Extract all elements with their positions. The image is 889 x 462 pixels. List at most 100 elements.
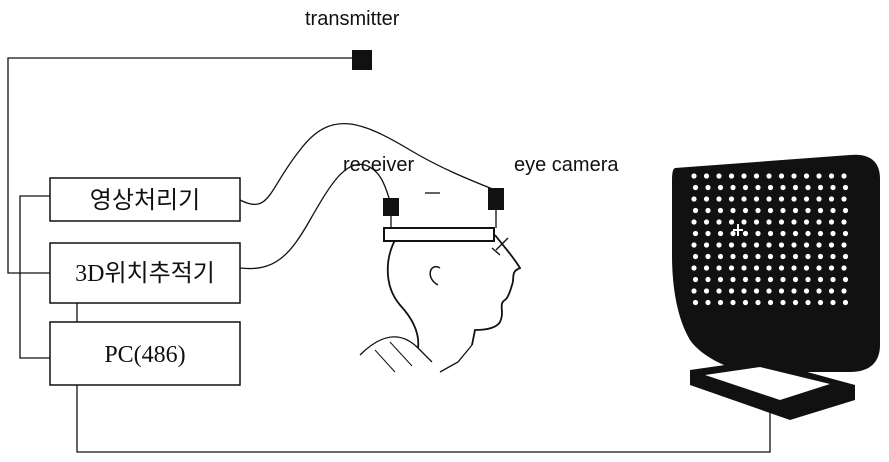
screen-dot — [778, 219, 785, 225]
screen-dot — [691, 288, 697, 294]
screen-dot — [841, 196, 847, 202]
screen-dot — [816, 196, 822, 202]
image-processor-cable — [239, 123, 496, 206]
screen-dot — [817, 184, 824, 191]
screen-dot — [791, 196, 797, 202]
screen-dot — [717, 207, 724, 214]
screen-dot — [753, 219, 760, 225]
screen-dot — [742, 207, 749, 214]
screen-dot — [803, 173, 810, 179]
screen-dot — [842, 230, 849, 237]
screen-dot — [817, 276, 824, 283]
pc-box — [49, 321, 241, 386]
screen-dot — [730, 276, 736, 283]
screen-dot — [741, 288, 747, 294]
screen-dot — [830, 230, 836, 237]
screen-dot — [830, 299, 836, 306]
screen-dot — [767, 276, 774, 283]
screen-dot — [755, 184, 761, 191]
screen-dot — [741, 173, 747, 179]
screen-dot — [803, 219, 810, 225]
screen-dot — [803, 265, 810, 271]
screen-dot — [842, 299, 849, 306]
screen-dot — [741, 219, 747, 225]
screen-dot — [842, 184, 849, 191]
screen-dot — [755, 230, 761, 237]
screen-dot — [780, 184, 786, 191]
screen-dot — [828, 288, 835, 294]
screen-dot — [830, 207, 836, 214]
screen-dot — [741, 242, 747, 248]
screen-dot — [816, 288, 822, 294]
screen-dot — [828, 173, 835, 179]
screen-dot — [780, 253, 786, 260]
screen-dot — [691, 196, 697, 202]
screen-dot — [792, 184, 799, 191]
screen-dot — [778, 242, 785, 248]
screen-dot — [841, 265, 847, 271]
screen-dot — [691, 242, 697, 248]
screen-dot — [730, 230, 736, 237]
screen-dot — [703, 242, 710, 248]
screen-dot — [692, 230, 699, 237]
screen-dot — [692, 276, 699, 283]
screen-dot — [791, 173, 797, 179]
screen-dot — [692, 299, 699, 306]
screen-dot — [817, 299, 824, 306]
screen-dot — [728, 196, 735, 202]
screen-dot — [766, 196, 772, 202]
screen-dot — [805, 299, 811, 306]
screen-dot — [817, 230, 824, 237]
screen-dot — [755, 299, 761, 306]
screen-dot — [780, 299, 786, 306]
screen-dot — [692, 253, 699, 260]
screen-dot — [753, 196, 760, 202]
screen-dot — [753, 288, 760, 294]
head-profile-icon — [359, 234, 522, 373]
screen-dot — [705, 276, 711, 283]
screen-dot — [717, 253, 724, 260]
screen-dot — [841, 242, 847, 248]
screen-dot — [742, 253, 749, 260]
screen-dot — [767, 299, 774, 306]
screen-dot — [705, 184, 711, 191]
screen-dot — [805, 230, 811, 237]
tracker-3d-label: 3D위치추적기 — [75, 260, 215, 287]
screen-dot — [767, 230, 774, 237]
screen-dot — [766, 242, 772, 248]
screen-dot — [703, 288, 710, 294]
screen-dot — [780, 207, 786, 214]
headband — [383, 227, 495, 242]
screen-dot — [792, 207, 799, 214]
screen-dot — [766, 219, 772, 225]
screen-dot — [803, 242, 810, 248]
screen-dot — [828, 265, 835, 271]
screen-dot — [741, 265, 747, 271]
screen-dot — [692, 184, 699, 191]
screen-dot — [717, 276, 724, 283]
monitor-screen-dot-grid — [691, 173, 849, 306]
screen-dot — [830, 184, 836, 191]
screen-dot — [742, 276, 749, 283]
screen-dot — [767, 253, 774, 260]
screen-dot — [828, 196, 835, 202]
screen-dot — [841, 219, 847, 225]
eye-camera-icon — [488, 188, 504, 210]
screen-dot — [717, 299, 724, 306]
screen-dot — [716, 265, 722, 271]
screen-dot — [816, 242, 822, 248]
screen-dot — [753, 242, 760, 248]
screen-dot — [817, 253, 824, 260]
screen-dot — [703, 173, 710, 179]
screen-dot — [755, 276, 761, 283]
receiver-icon — [383, 198, 399, 216]
screen-dot — [780, 230, 786, 237]
screen-dot — [780, 276, 786, 283]
screen-dot — [728, 242, 735, 248]
screen-dot — [828, 242, 835, 248]
screen-dot — [841, 173, 847, 179]
transmitter-icon — [352, 50, 372, 70]
screen-dot — [830, 276, 836, 283]
screen-dot — [792, 253, 799, 260]
